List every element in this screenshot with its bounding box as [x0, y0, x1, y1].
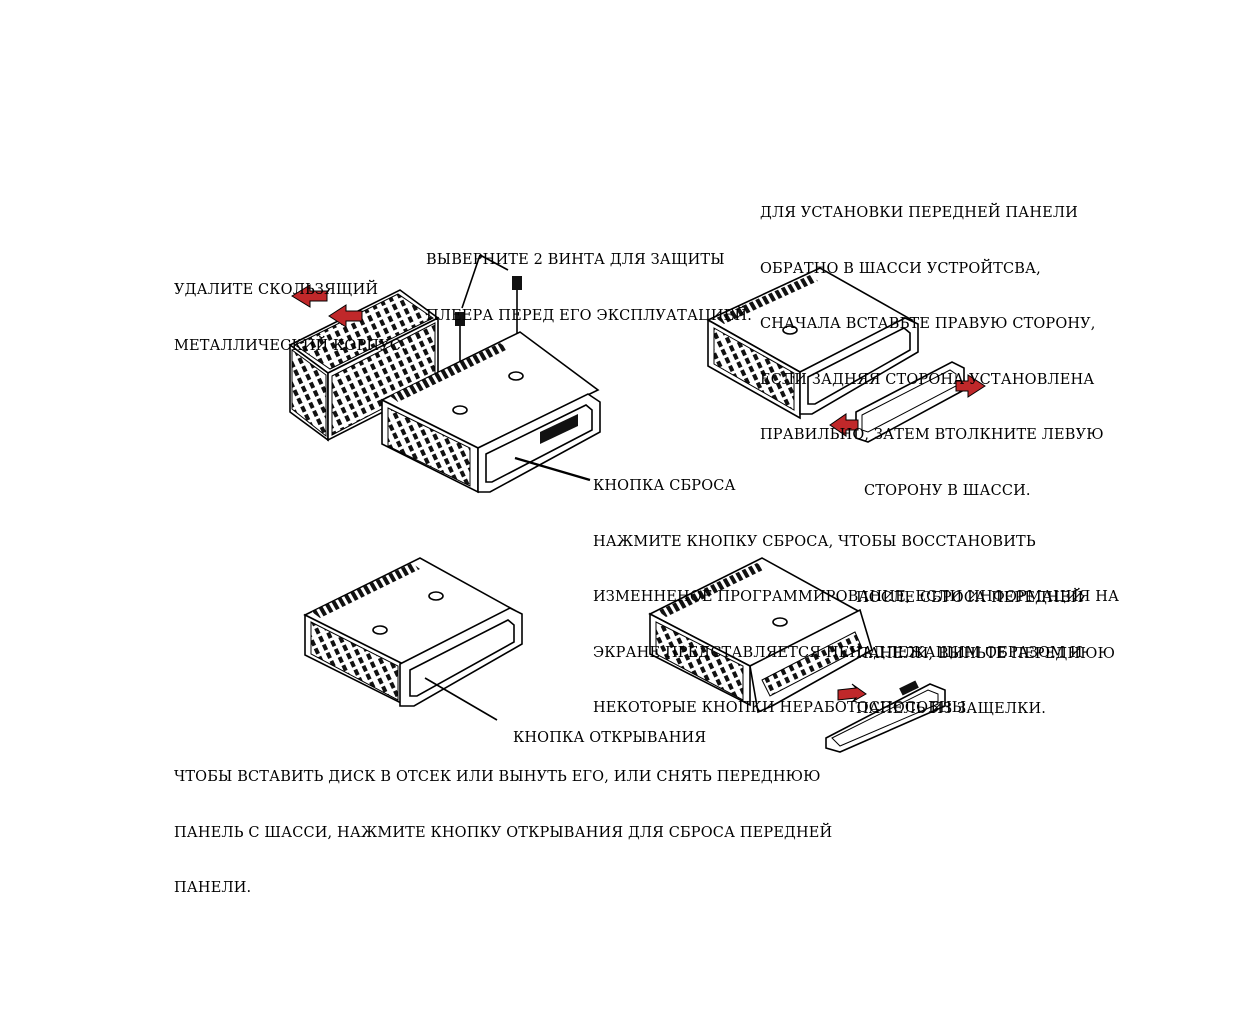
- main-unit-drawing: [380, 331, 601, 494]
- insert-disc-caption: ЧТОБЫ ВСТАВИТЬ ДИСК В ОТСЕК ИЛИ ВЫНУТЬ Е…: [174, 731, 832, 916]
- remove-case-caption: УДАЛИТЕ СКОЛЬЗЯЩИЙ МЕТАЛЛИЧЕСКИЙ КОРПУС.: [174, 244, 406, 374]
- caption-line: ЭКРАНЕ ПРЕДСТАВЛЯЕТСЯ НЕНАДЛЕЖАЩИМ ОБРАЗ…: [593, 644, 1083, 661]
- caption-line: ПЛЕЕРА ПЕРЕД ЕГО ЭКСПЛУАТАЦИЕЙ.: [426, 307, 752, 324]
- caption-line: КНОПКА ОТКРЫВАНИЯ: [513, 730, 707, 746]
- install-panel-caption: ДЛЯ УСТАНОВКИ ПЕРЕДНЕЙ ПАНЕЛИ ОБРАТНО В …: [760, 167, 1104, 519]
- caption-line: ПРАВИЛЬНО, ЗАТЕМ ВТОЛКНИТЕ ЛЕВУЮ: [760, 427, 1104, 443]
- remove-case-arrows: [291, 284, 363, 328]
- caption-line: ПАНЕЛЬ С ШАССИ, НАЖМИТЕ КНОПКУ ОТКРЫВАНИ…: [174, 824, 833, 841]
- caption-line: ИЗМЕННЕНОЕ ПРОГРАММИРОВАНИЕ, ЕСЛИ ИНФОРМ…: [593, 589, 1120, 605]
- caption-line: КНОПКА СБРОСА: [593, 478, 736, 494]
- screw-pointer-lines: [461, 254, 509, 309]
- open-button-drawing: [303, 557, 523, 721]
- after-reset-caption: ПОСЛЕ СБРОСА ПЕРЕДНЕЙ ПАНЕЛИ, ВЫНЬТЕ ПЕР…: [856, 552, 1115, 737]
- caption-line: ПАНЕЛЬ ИЗ ЗАЩЕЛКИ.: [856, 701, 1047, 717]
- caption-line: ПОСЛЕ СБРОСА ПЕРЕДНЕЙ: [856, 590, 1084, 606]
- caption-line: НАЖМИТЕ КНОПКУ СБРОСА, ЧТОБЫ ВОССТАНОВИТ…: [593, 533, 1036, 550]
- metal-case-drawing: [288, 289, 440, 442]
- caption-line: СНАЧАЛА ВСТАВЬТЕ ПРАВУЮ СТОРОНУ,: [760, 316, 1096, 332]
- caption-line: ОБРАТНО В ШАССИ УСТРОЙТСВА,: [760, 260, 1041, 277]
- open-button-caption: КНОПКА ОТКРЫВАНИЯ: [513, 692, 706, 766]
- caption-line: УДАЛИТЕ СКОЛЬЗЯЩИЙ: [174, 282, 379, 298]
- caption-line: ПАНЕЛИ, ВЫНЬТЕ ПЕРЕДНЮЮ: [856, 645, 1116, 662]
- caption-line: ДЛЯ УСТАНОВКИ ПЕРЕДНЕЙ ПАНЕЛИ: [760, 205, 1078, 221]
- caption-line: ЧТОБЫ ВСТАВИТЬ ДИСК В ОТСЕК ИЛИ ВЫНУТЬ Е…: [174, 769, 821, 785]
- panel-removed-drawing: [648, 557, 946, 753]
- caption-line: НЕКОТОРЫЕ КНОПКИ НЕРАБОТОСПОСОБНЫ.: [593, 700, 971, 716]
- reset-caption: КНОПКА СБРОСА НАЖМИТЕ КНОПКУ СБРОСА, ЧТО…: [593, 440, 1119, 736]
- caption-line: ВЫВЕРНИТЕ 2 ВИНТА ДЛЯ ЗАЩИТЫ: [426, 252, 725, 268]
- caption-line: ЕСЛИ ЗАДНЯЯ СТОРОНА УСТАНОВЛЕНА: [760, 371, 1095, 388]
- screws-caption: ВЫВЕРНИТЕ 2 ВИНТА ДЛЯ ЗАЩИТЫ ПЛЕЕРА ПЕРЕ…: [426, 214, 752, 344]
- panel-install-drawing: [706, 267, 986, 443]
- caption-line: СТОРОНУ В ШАССИ.: [864, 482, 1031, 499]
- caption-line: МЕТАЛЛИЧЕСКИЙ КОРПУС.: [174, 337, 406, 354]
- caption-line: ПАНЕЛИ.: [174, 880, 252, 896]
